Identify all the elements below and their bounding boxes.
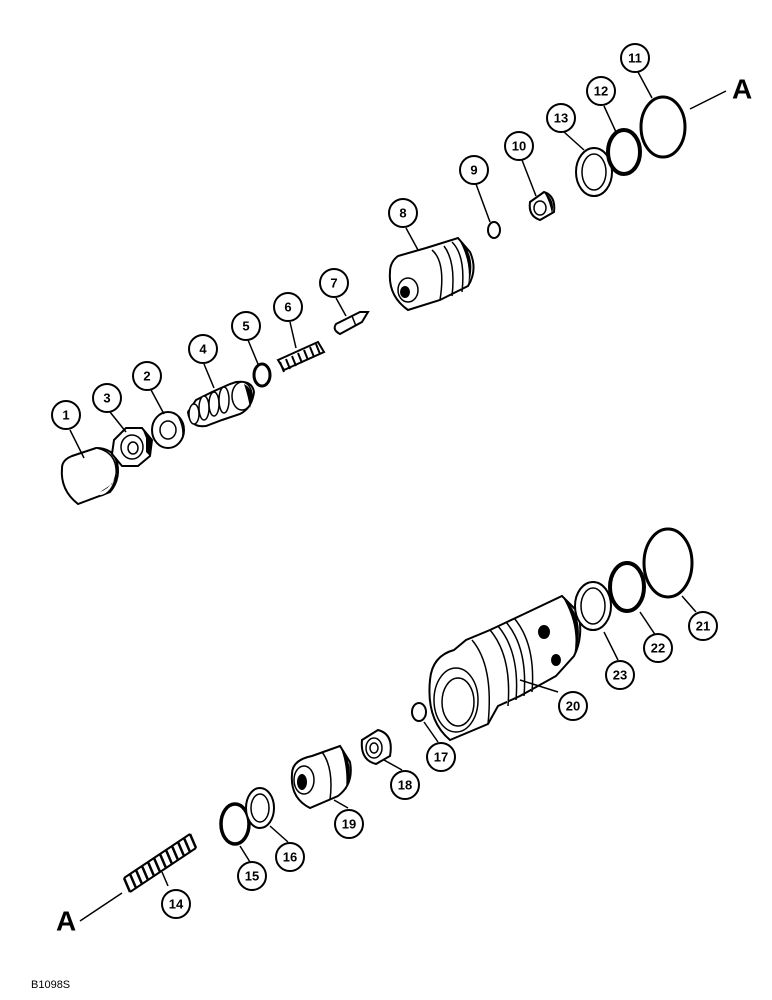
part-23-backup-washer: [574, 581, 612, 631]
callout-2: 2: [132, 361, 162, 391]
svg-text:18: 18: [398, 778, 412, 793]
part-13-backup-washer: [575, 147, 613, 197]
callout-4: 4: [188, 334, 218, 364]
svg-text:19: 19: [342, 817, 356, 832]
callout-11: 11: [620, 43, 650, 73]
callout-20: 20: [558, 691, 588, 721]
part-22-o-ring: [608, 561, 646, 613]
figure-id: B1098S: [31, 979, 70, 991]
callout-1: 1: [51, 400, 81, 430]
svg-text:1: 1: [62, 408, 69, 423]
svg-text:17: 17: [434, 750, 448, 765]
svg-text:5: 5: [242, 319, 249, 334]
part-6-spring: [276, 340, 326, 373]
svg-text:15: 15: [245, 869, 259, 884]
part-5-o-ring: [252, 362, 272, 388]
section-marker-bottom: A: [56, 906, 76, 937]
callout-9: 9: [459, 155, 489, 185]
svg-text:11: 11: [628, 51, 642, 66]
callout-16: 16: [275, 842, 305, 872]
part-14-spring: [122, 833, 198, 893]
callout-18: 18: [390, 770, 420, 800]
svg-text:16: 16: [283, 850, 297, 865]
part-15-o-ring: [219, 802, 251, 846]
callout-15: 15: [237, 861, 267, 891]
part-8-valve-body: [388, 236, 475, 312]
callout-13: 13: [546, 103, 576, 133]
part-10-poppet: [528, 190, 556, 222]
svg-text:9: 9: [470, 163, 477, 178]
svg-text:12: 12: [594, 84, 608, 99]
callout-6: 6: [273, 292, 303, 322]
svg-text:10: 10: [512, 139, 526, 154]
svg-text:4: 4: [199, 342, 207, 357]
part-1-cap: [60, 446, 119, 506]
lower-leader-lines: [79, 595, 697, 922]
callout-3: 3: [92, 383, 122, 413]
callout-14: 14: [161, 889, 191, 919]
svg-text:21: 21: [696, 619, 710, 634]
part-11-o-ring: [639, 95, 687, 159]
section-marker-top: A: [732, 74, 752, 105]
callout-10: 10: [504, 131, 534, 161]
callout-23: 23: [605, 660, 635, 690]
callout-22: 22: [643, 633, 673, 663]
part-19-sleeve: [290, 744, 352, 810]
svg-text:2: 2: [143, 369, 150, 384]
part-18-poppet: [360, 728, 392, 766]
part-2-washer: [151, 411, 185, 449]
callout-19: 19: [334, 809, 364, 839]
svg-text:8: 8: [399, 206, 406, 221]
upper-leader-lines: [69, 71, 727, 459]
svg-text:6: 6: [284, 300, 291, 315]
part-21-o-ring: [642, 527, 694, 599]
svg-text:20: 20: [566, 699, 580, 714]
callout-17: 17: [426, 742, 456, 772]
callout-12: 12: [586, 76, 616, 106]
svg-text:22: 22: [651, 641, 665, 656]
callouts: 1 3 2 4 5 6 7 8 9 10 13 12 11 23 22 21 2…: [51, 43, 718, 919]
svg-text:23: 23: [613, 668, 627, 683]
callout-5: 5: [231, 311, 261, 341]
part-9-o-ring: [487, 221, 501, 239]
part-4-spool: [186, 380, 256, 428]
svg-text:14: 14: [169, 897, 184, 912]
svg-text:7: 7: [330, 276, 337, 291]
part-12-o-ring: [606, 128, 642, 176]
callout-7: 7: [319, 268, 349, 298]
part-16-backup-washer: [245, 787, 275, 829]
callout-8: 8: [388, 198, 418, 228]
svg-text:13: 13: [554, 111, 568, 126]
part-3-nut: [110, 427, 154, 467]
callout-21: 21: [688, 611, 718, 641]
part-7-pin: [333, 311, 370, 336]
part-17-o-ring: [411, 702, 427, 722]
part-20-housing: [428, 594, 582, 742]
svg-text:3: 3: [103, 391, 110, 406]
